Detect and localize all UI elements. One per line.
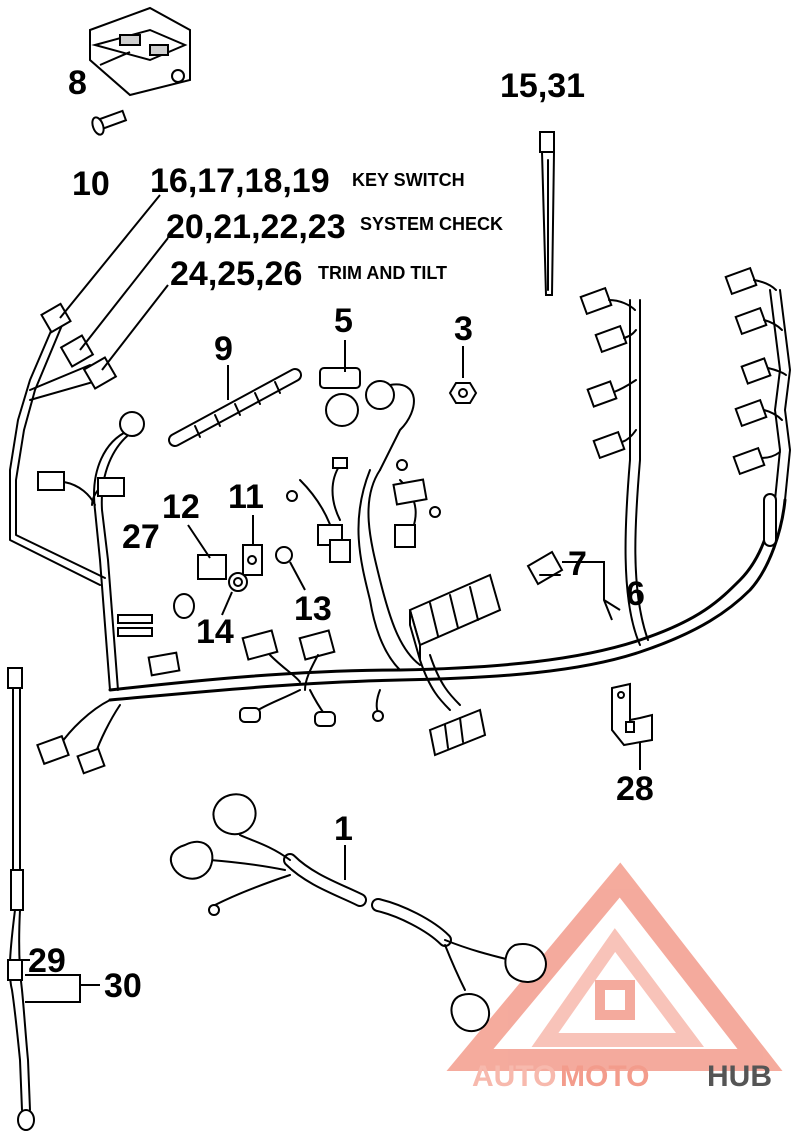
callout-8: 8 — [68, 64, 87, 102]
callout-1: 1 — [334, 810, 353, 848]
callout-3: 3 — [454, 310, 473, 348]
watermark-auto: AUTO — [472, 1060, 556, 1093]
part-8-bracket — [89, 6, 191, 97]
part-3-nut — [448, 346, 478, 404]
watermark-hub: HUB — [707, 1060, 772, 1093]
callout-15-31: 15,31 — [500, 67, 585, 105]
leader-7 — [562, 561, 613, 621]
part-9-corrugated-tube — [168, 365, 302, 447]
callout-11: 11 — [228, 478, 264, 516]
part-14-collar — [221, 572, 248, 616]
part-5-buzzer — [319, 340, 415, 471]
caption-system-check: SYSTEM CHECK — [360, 214, 503, 234]
part-28-bracket — [611, 682, 653, 770]
callout-9: 9 — [214, 330, 233, 368]
ecu-connector-block — [408, 573, 502, 757]
callout-5: 5 — [334, 302, 353, 340]
callout-7: 7 — [568, 545, 587, 583]
key-switch-harness — [9, 194, 169, 586]
main-harness — [36, 266, 791, 775]
callout-14: 14 — [196, 613, 234, 651]
part-27-grommet — [173, 593, 195, 619]
watermark-moto: MOTO — [560, 1060, 649, 1093]
callout-29: 29 — [28, 942, 66, 980]
part-7-fuse — [526, 550, 564, 586]
callout-labels: 8 10 15,31 16,17,18,19 KEY SWITCH 20,21,… — [28, 64, 654, 1005]
part-1-cable — [169, 793, 547, 1033]
leader-8 — [99, 51, 131, 66]
callout-28: 28 — [616, 770, 654, 808]
caption-key-switch: KEY SWITCH — [352, 170, 465, 190]
callout-12: 12 — [162, 488, 200, 526]
callout-6: 6 — [626, 575, 645, 613]
watermark-text: AUTO MOTO HUB — [472, 1060, 772, 1093]
callout-30: 30 — [104, 967, 142, 1005]
callout-20-23: 20,21,22,23 — [166, 208, 346, 246]
part-12-relay — [187, 524, 227, 580]
callout-16-19: 16,17,18,19 — [150, 162, 330, 200]
caption-trim-and-tilt: TRIM AND TILT — [318, 263, 447, 283]
leader-6 — [603, 599, 621, 611]
part-29-30-cable — [7, 667, 100, 1131]
part-15-31-cable-tie — [539, 131, 556, 296]
part-13-screw — [275, 546, 306, 591]
callout-27: 27 — [122, 518, 160, 556]
callout-10: 10 — [72, 165, 110, 203]
part-10-screw — [91, 109, 128, 136]
callout-24-26: 24,25,26 — [170, 255, 302, 293]
part-11-bracket — [242, 515, 263, 576]
callout-13: 13 — [294, 590, 332, 628]
